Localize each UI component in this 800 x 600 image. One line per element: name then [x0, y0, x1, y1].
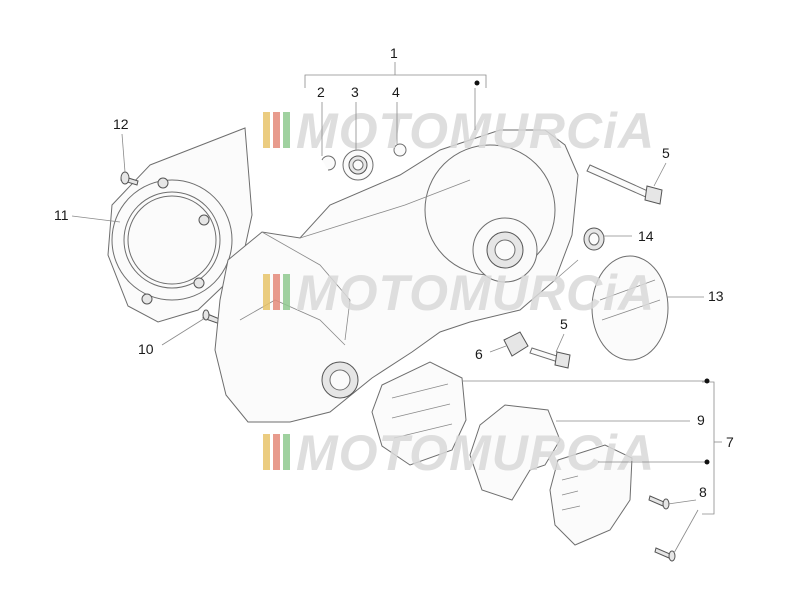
- watermark-bottom: MOTOMURCiA: [263, 425, 655, 481]
- callout-4: 4: [392, 84, 400, 100]
- callout-11: 11: [54, 207, 69, 223]
- callout-5-upper: 5: [662, 145, 670, 161]
- part-13-cap: [591, 255, 669, 361]
- part-12-screw: [120, 171, 139, 186]
- part-7-intake-duct-upper: [371, 361, 467, 466]
- callout-labels: 1 2 3 4 5 14 13 5 6 7 9 8 11 12 10: [54, 45, 734, 500]
- callout-14: 14: [638, 228, 654, 244]
- callout-6: 6: [475, 346, 483, 362]
- callout-13: 13: [708, 288, 724, 304]
- callout-12: 12: [113, 116, 129, 132]
- callout-1: 1: [390, 45, 398, 61]
- callout-2: 2: [317, 84, 325, 100]
- part-5-bolt-upper: [586, 164, 663, 205]
- watermark-text-middle: MOTOMURCiA: [296, 265, 655, 321]
- part-6-clip: [503, 331, 529, 357]
- part-8-screw-lower: [654, 547, 676, 562]
- main-transmission-cover: [214, 129, 579, 423]
- callout-10: 10: [138, 341, 154, 357]
- callout-8: 8: [699, 484, 707, 500]
- part-9-duct-cover: [469, 404, 561, 501]
- watermark-middle: MOTOMURCiA: [263, 265, 655, 321]
- part-3-bearing: [342, 149, 374, 181]
- part-14-grommet: [583, 227, 605, 251]
- part-5-bolt-lower: [529, 347, 571, 369]
- callout-5-lower: 5: [560, 316, 568, 332]
- watermark-text-bottom: MOTOMURCiA: [296, 425, 655, 481]
- part-11-cover-plate: [107, 127, 253, 323]
- part-2-snap-ring: [321, 155, 336, 171]
- callout-3: 3: [351, 84, 359, 100]
- part-7-intake-duct-lower: [549, 444, 633, 546]
- callout-7: 7: [726, 434, 734, 450]
- callout-9: 9: [697, 412, 705, 428]
- part-4-seal: [393, 143, 407, 157]
- leader-lines: [71, 62, 722, 554]
- watermark-text-top: MOTOMURCiA: [296, 103, 655, 159]
- part-8-screw-upper: [648, 495, 670, 510]
